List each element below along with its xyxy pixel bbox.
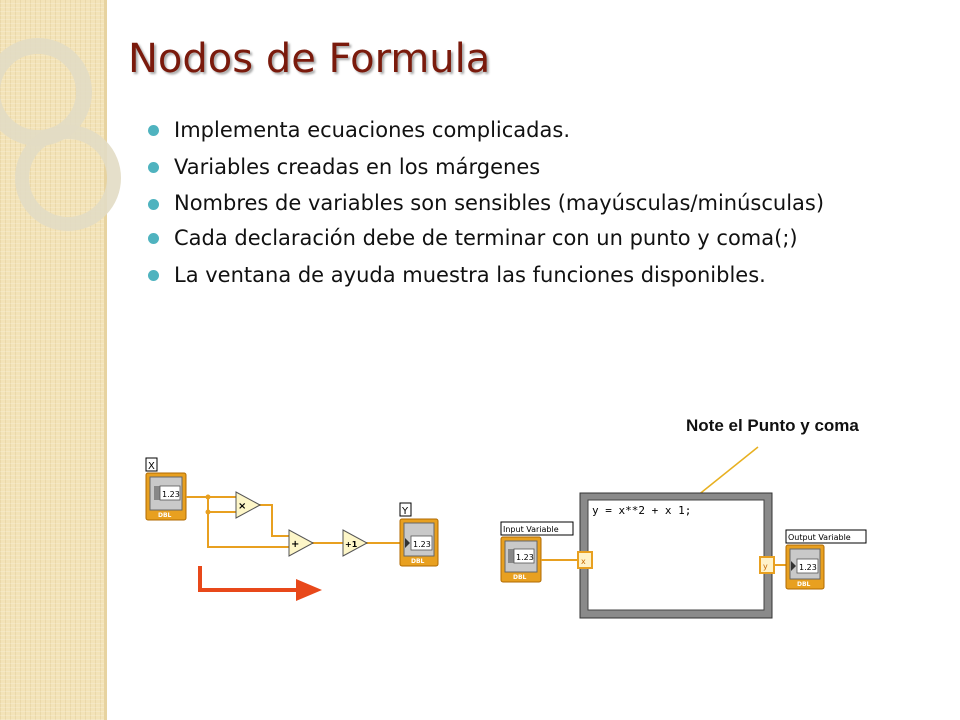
- increment-icon: +1: [345, 540, 358, 549]
- increment-arrows-icon: [508, 549, 514, 563]
- dbl-tag: DBL: [158, 512, 172, 519]
- add-node[interactable]: +: [288, 529, 315, 557]
- formula-output-terminal[interactable]: y: [759, 556, 775, 574]
- x-control-value: 1.23: [162, 490, 180, 499]
- page-title: Nodos de Formula: [128, 36, 491, 82]
- x-numeric-control[interactable]: 1.23 DBL: [145, 472, 187, 521]
- y-numeric-indicator[interactable]: 1.23 DBL: [399, 518, 439, 567]
- input-terminal-label: x: [581, 557, 586, 566]
- input-variable-control[interactable]: 1.23 DBL: [500, 536, 542, 583]
- x-label-box: [145, 457, 158, 472]
- output-variable-label-box: [785, 529, 867, 544]
- input-control-value: 1.23: [516, 553, 534, 562]
- output-terminal-label: y: [763, 562, 768, 571]
- multiply-icon: ×: [238, 501, 246, 512]
- formula-input-terminal[interactable]: x: [577, 551, 593, 569]
- add-icon: +: [291, 539, 299, 550]
- x-label: X: [148, 461, 155, 472]
- bullet-item: Nombres de variables son sensibles (mayú…: [148, 186, 948, 220]
- bullet-item: La ventana de ayuda muestra las funcione…: [148, 257, 948, 294]
- bullet-item: Cada declaración debe de terminar con un…: [148, 220, 948, 257]
- semicolon-note: Note el Punto y coma: [686, 416, 859, 435]
- output-variable-indicator[interactable]: 1.23 DBL: [785, 544, 825, 590]
- bullet-list: Implementa ecuaciones complicadas. Varia…: [148, 112, 948, 294]
- y-label-box: [399, 502, 412, 517]
- y-label: Y: [401, 506, 409, 517]
- output-variable-label: Output Variable: [788, 533, 851, 542]
- bullet-item: Implementa ecuaciones complicadas.: [148, 112, 948, 149]
- sidebar-edge: [104, 0, 107, 720]
- formula-node[interactable]: y = x**2 + x 1;: [579, 492, 773, 619]
- flow-arrow-icon: [198, 566, 322, 601]
- dbl-tag: DBL: [411, 558, 425, 565]
- multiply-node[interactable]: ×: [235, 491, 262, 519]
- indicator-arrow-icon: [405, 538, 410, 548]
- increment-node[interactable]: +1: [342, 529, 369, 557]
- bullet-item: Variables creadas en los márgenes: [148, 149, 948, 186]
- output-indicator-value: 1.23: [799, 563, 817, 572]
- formula-text: y = x**2 + x 1;: [592, 504, 691, 517]
- decorative-circles: [0, 38, 121, 231]
- increment-arrows-icon: [154, 486, 160, 500]
- y-indicator-value: 1.23: [413, 540, 431, 549]
- dbl-tag: DBL: [797, 581, 811, 588]
- input-variable-label-box: [500, 521, 574, 536]
- indicator-arrow-icon: [791, 561, 796, 571]
- wires: [186, 496, 400, 548]
- dbl-tag: DBL: [513, 574, 527, 581]
- decorative-sidebar: [0, 0, 104, 720]
- input-variable-label: Input Variable: [503, 525, 559, 534]
